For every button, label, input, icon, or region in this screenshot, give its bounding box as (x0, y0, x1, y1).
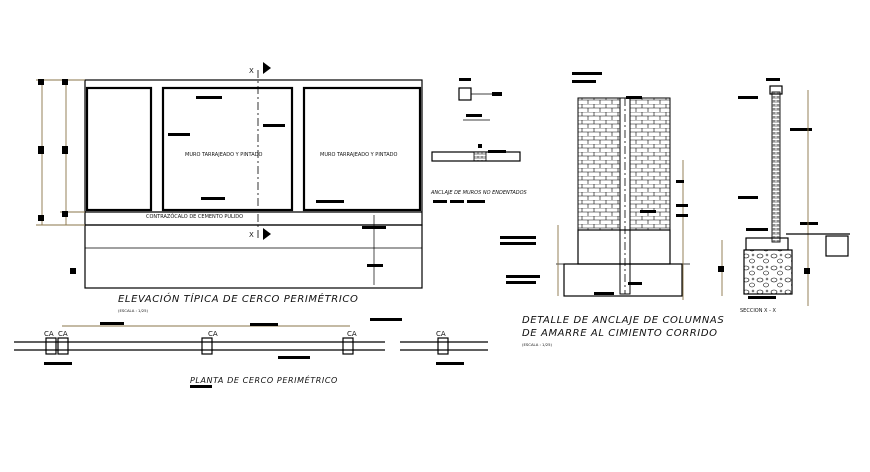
redacted-label (790, 128, 812, 131)
redacted-label (500, 242, 536, 245)
anchor-detail: ANCLAJE DE MUROS NO ENDENTADOS (430, 78, 528, 203)
plan-column (45, 337, 57, 355)
redacted-label (436, 362, 464, 365)
dimension-tick (70, 268, 76, 274)
redacted-label (746, 228, 768, 231)
redacted-label (506, 281, 536, 284)
anchor-marker (478, 144, 482, 148)
section-arrow-bottom-icon (263, 228, 271, 240)
redacted-label (640, 210, 656, 213)
base-label: CONTRAZÓCALO DE CEMENTO PULIDO (146, 213, 243, 220)
redacted-label (488, 150, 506, 153)
elevation-scale: (ESCALA : 1/25) (118, 308, 149, 313)
dimension-tick (38, 79, 44, 85)
foundation-outline (84, 224, 423, 289)
redacted-label (492, 92, 502, 96)
redacted-label (370, 318, 402, 321)
redacted-label (250, 323, 278, 326)
section-title: SECCION X - X (740, 308, 776, 314)
dimension-tick (62, 146, 68, 154)
redacted-label (263, 124, 285, 127)
anchor-column-section (458, 87, 472, 101)
column-tag: CA (347, 330, 357, 338)
dimension-tick (38, 146, 44, 154)
redacted-label (367, 264, 383, 267)
dimension-tick (718, 266, 724, 272)
panel-center (161, 86, 294, 212)
sobrecimiento-section (745, 237, 789, 251)
column-tag: CA (208, 330, 218, 338)
redacted-label (168, 133, 190, 136)
section-wall (771, 91, 781, 243)
panel-left (85, 86, 153, 212)
column-tag: CA (58, 330, 68, 338)
dimension-tick (38, 215, 44, 221)
column-detail-title-line2: DE AMARRE AL CIMIENTO CORRIDO (522, 328, 718, 339)
redacted-label (100, 322, 124, 325)
redacted-label (201, 197, 225, 200)
section-coping (769, 85, 783, 95)
section-mark-bottom: X (249, 231, 254, 239)
column-detail-scale: (ESCALA : 1/25) (522, 342, 553, 347)
elevation-view: X X MURO TARRAJEADO Y PINTADO MURO TARRA… (36, 62, 423, 313)
plan-view: CA CA CA CA CA PLANTA DE CERCO PERIMÉTRI… (14, 318, 488, 388)
redacted-label (676, 214, 688, 217)
dimension-tick (804, 268, 810, 274)
redacted-label (628, 282, 642, 285)
redacted-label (459, 78, 471, 81)
redacted-label (748, 296, 776, 299)
redacted-label (500, 236, 536, 239)
column-tag: CA (436, 330, 446, 338)
column-tag: CA (44, 330, 54, 338)
redacted-label (44, 362, 72, 365)
redacted-label (594, 292, 614, 295)
redacted-label (572, 80, 596, 83)
redacted-label (738, 196, 758, 199)
redacted-label (766, 78, 780, 81)
anchor-note: ANCLAJE DE MUROS NO ENDENTADOS (430, 190, 528, 196)
cimiento-section (743, 249, 793, 295)
redacted-label (467, 200, 485, 203)
redacted-label (626, 96, 642, 99)
redacted-label (196, 96, 222, 99)
plan-column (437, 337, 449, 355)
plan-column (57, 337, 69, 355)
redacted-label (450, 200, 464, 203)
panel-right-label: MURO TARRAJEADO Y PINTADO (320, 152, 397, 158)
plan-column (201, 337, 213, 355)
redacted-label (278, 356, 310, 359)
redacted-label (466, 114, 482, 117)
sidewalk-block (825, 235, 849, 257)
redacted-label (316, 200, 344, 203)
redacted-label (572, 72, 602, 75)
elevation-title: ELEVACIÓN TÍPICA DE CERCO PERIMÉTRICO (118, 292, 358, 305)
redacted-label (676, 204, 688, 207)
redacted-label (190, 385, 212, 388)
redacted-label (800, 222, 818, 225)
plan-title: PLANTA DE CERCO PERIMÉTRICO (190, 374, 338, 385)
plan-column (342, 337, 354, 355)
redacted-label (433, 200, 447, 203)
redacted-label (676, 180, 684, 183)
redacted-label (738, 96, 758, 99)
redacted-label (506, 275, 540, 278)
column-anchor-detail: DETALLE DE ANCLAJE DE COLUMNAS DE AMARRE… (500, 72, 724, 347)
panel-right (302, 86, 422, 212)
dimension-tick (62, 211, 68, 217)
panel-center-label: MURO TARRAJEADO Y PINTADO (185, 152, 262, 158)
section-xx: SECCION X - X (718, 78, 850, 314)
section-mark-top: X (249, 67, 254, 75)
section-arrow-top-icon (263, 62, 271, 74)
anchor-column-hatch (473, 151, 487, 162)
column-detail-title-line1: DETALLE DE ANCLAJE DE COLUMNAS (522, 315, 724, 326)
dimension-tick (62, 79, 68, 85)
